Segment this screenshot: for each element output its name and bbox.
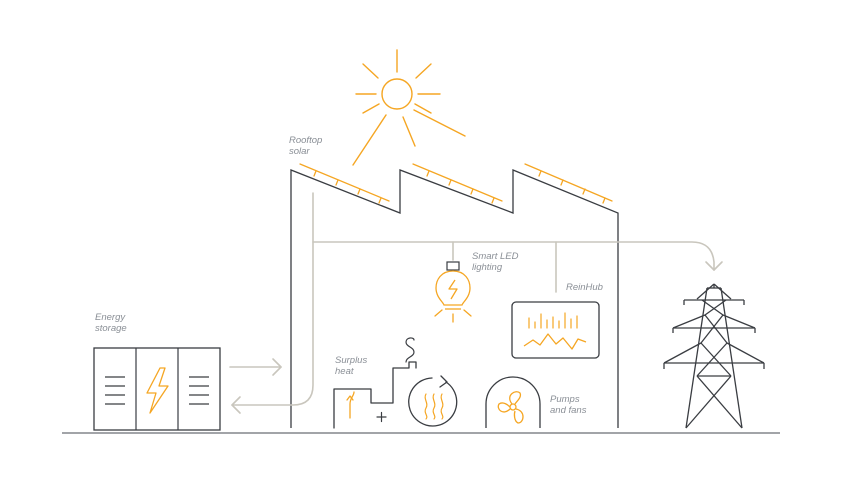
- factory-outline: [290, 169, 619, 428]
- smart-led-label-line-1: Smart LED: [472, 251, 519, 262]
- reinhub-label: ReinHub: [566, 282, 603, 293]
- pumps-fans-label: Pumps and fans: [550, 394, 586, 416]
- rooftop-solar-panels: [299, 163, 613, 204]
- surplus-heat-label-line-2: heat: [335, 366, 354, 377]
- surplus-heat-label-line-1: Surplus: [335, 355, 368, 366]
- energy-storage-label-line-1: Energy: [95, 312, 126, 323]
- fan-icon: [485, 376, 541, 428]
- energy-storage-cabinet: [93, 347, 221, 431]
- light-bulb-icon: [434, 261, 472, 323]
- surplus-heat-unit: [333, 337, 417, 429]
- sun-icon: [352, 49, 466, 166]
- power-pylon-icon: [663, 283, 765, 429]
- smart-led-label: Smart LED lighting: [472, 251, 518, 273]
- pumps-fans-label-line-2: and fans: [550, 405, 587, 416]
- rooftop-solar-label: Rooftop solar: [289, 135, 322, 157]
- energy-storage-label-line-2: storage: [95, 323, 127, 334]
- energy-storage-label: Energy storage: [95, 312, 127, 334]
- pumps-fans-label-line-1: Pumps: [550, 394, 580, 405]
- reinhub-label-text: ReinHub: [566, 282, 603, 293]
- monitor-icon: [511, 301, 600, 359]
- smart-led-label-line-2: lighting: [472, 262, 503, 273]
- surplus-heat-label: Surplus heat: [335, 355, 367, 377]
- rooftop-solar-label-line-2: solar: [289, 146, 310, 157]
- energy-flow-lines: [229, 192, 723, 414]
- heat-recovery-icon: [408, 375, 458, 427]
- lightning-icon: [146, 367, 169, 414]
- rooftop-solar-label-line-1: Rooftop: [289, 135, 323, 146]
